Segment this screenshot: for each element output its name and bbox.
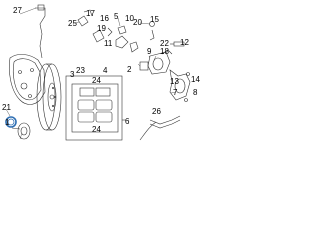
- service-kit-box: [65, 75, 126, 141]
- callout-9: 9: [147, 47, 152, 56]
- diagram-artwork: [5, 4, 191, 141]
- callout-25: 25: [68, 19, 77, 28]
- caliper-hardware: [115, 21, 185, 53]
- callout-20: 20: [133, 18, 142, 27]
- callout-5: 5: [114, 12, 119, 21]
- callout-11: 11: [104, 39, 113, 48]
- brake-disc: [36, 63, 62, 131]
- callout-24-bottom: 24: [92, 125, 101, 134]
- callout-21: 21: [2, 103, 11, 112]
- hub-bearing: [11, 122, 31, 140]
- callout-23: 23: [76, 66, 85, 75]
- callout-1: 1: [5, 118, 10, 127]
- seal-ring-highlighted: [5, 116, 17, 128]
- callout-18: 18: [160, 47, 169, 56]
- callout-3: 3: [70, 70, 75, 79]
- backing-plate: [9, 54, 46, 105]
- callout-7: 7: [173, 88, 178, 97]
- caliper-body: [139, 49, 191, 102]
- brake-pad-kit: [71, 83, 119, 133]
- brake-hose: [139, 115, 181, 141]
- callout-12: 12: [180, 38, 189, 47]
- callout-2: 2: [127, 65, 132, 74]
- callout-10: 10: [125, 14, 134, 23]
- wire-clips: [77, 9, 113, 43]
- callout-19: 19: [97, 24, 106, 33]
- callout-14: 14: [191, 75, 200, 84]
- callout-16: 16: [100, 14, 109, 23]
- callout-6: 6: [125, 117, 130, 126]
- abs-sensor-wire: [35, 4, 46, 59]
- callout-27: 27: [13, 6, 22, 15]
- callout-4: 4: [103, 66, 108, 75]
- callout-8: 8: [193, 88, 198, 97]
- leader-lines: [5, 7, 177, 140]
- callout-24-top: 24: [92, 76, 101, 85]
- callout-13: 13: [170, 77, 179, 86]
- callout-15: 15: [150, 15, 159, 24]
- callout-17: 17: [86, 9, 95, 18]
- parts-diagram: 27 25 17 19 16 5 10 20 15 11 22 12 9 18 …: [0, 0, 200, 147]
- callout-22: 22: [160, 39, 169, 48]
- callout-26: 26: [152, 107, 161, 116]
